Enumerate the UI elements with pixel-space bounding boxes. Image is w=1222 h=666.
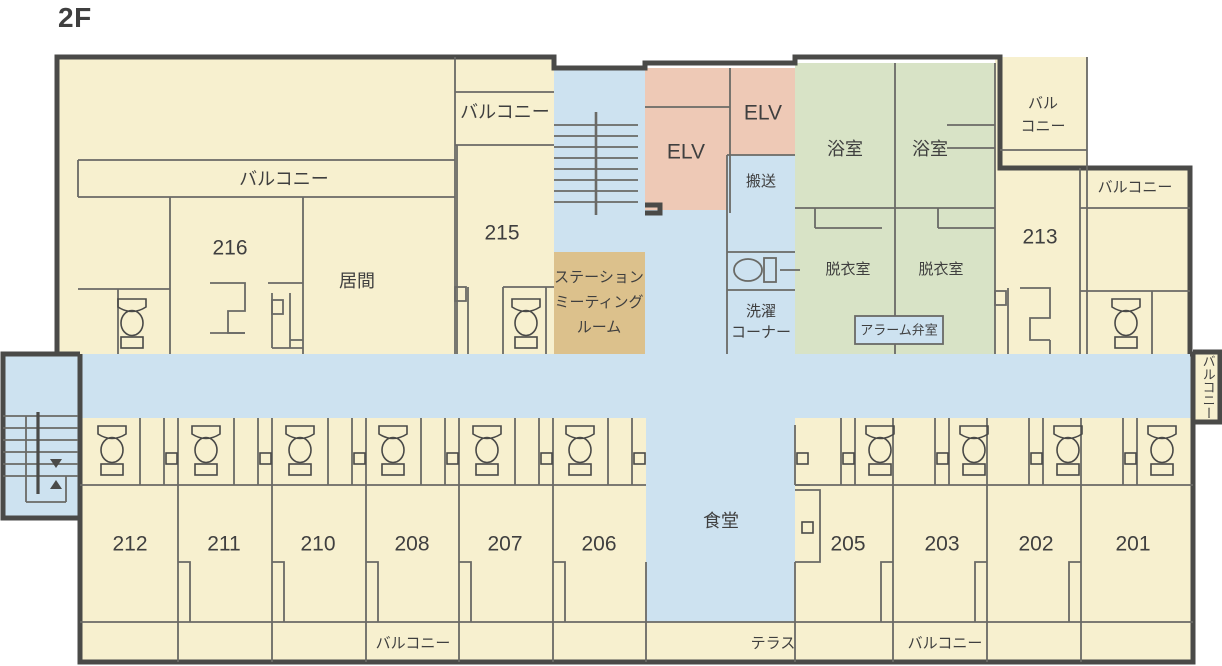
label-living-room: 居間 — [339, 271, 375, 291]
page-title: 2F — [58, 2, 92, 33]
label-balcony-top-left: バルコニー — [239, 169, 329, 189]
label-room-212: 212 — [112, 533, 147, 556]
label-balcony-right-upper: バルコニー — [1098, 179, 1173, 196]
label-room-205: 205 — [830, 533, 865, 556]
label-transport-shaft: 搬送 — [746, 173, 776, 190]
label-room-208: 208 — [394, 533, 429, 556]
label-room-206: 206 — [581, 533, 616, 556]
label-station-meeting-line2: ミーティング — [554, 294, 643, 311]
label-balcony-right-edge: バルコニー — [1201, 355, 1216, 420]
label-station-meeting-line3: ルーム — [577, 319, 622, 336]
label-balcony-bottom-left: バルコニー — [376, 635, 451, 652]
label-station-meeting-line1: ステーション — [554, 269, 644, 286]
label-laundry-line2: コーナー — [731, 324, 791, 341]
label-laundry-line1: 洗濯 — [746, 303, 776, 320]
interior-partitions — [3, 57, 1193, 662]
label-room-202: 202 — [1018, 533, 1053, 556]
label-changing-1: 脱衣室 — [825, 261, 870, 278]
label-room-201: 201 — [1115, 533, 1150, 556]
label-balcony-bottom-right: バルコニー — [908, 635, 983, 652]
label-room-210: 210 — [300, 533, 335, 556]
stair-direction-arrows — [36, 412, 62, 494]
label-room-213: 213 — [1022, 226, 1057, 249]
label-balcony-top-mid: バルコニー — [460, 102, 550, 122]
label-balcony-top-right-line2: コニー — [1020, 118, 1065, 135]
label-dining-hall: 食堂 — [703, 511, 739, 531]
room-labels: バルコニー バルコニー 216 居間 215 ELV ELV 搬送 洗濯 コーナ… — [112, 95, 1215, 652]
label-alarm-valve-room: アラーム弁室 — [860, 322, 938, 337]
label-terrace: テラス — [751, 635, 796, 652]
exterior-walls — [0, 54, 1222, 665]
label-balcony-top-right-line1: バル — [1028, 95, 1058, 112]
label-bath-2: 浴室 — [912, 139, 948, 159]
label-room-215: 215 — [484, 222, 519, 245]
label-room-216: 216 — [212, 237, 247, 260]
label-elevator-1: ELV — [667, 141, 705, 164]
label-elevator-2: ELV — [744, 102, 782, 125]
label-room-207: 207 — [487, 533, 522, 556]
label-changing-2: 脱衣室 — [918, 261, 963, 278]
label-bath-1: 浴室 — [827, 139, 863, 159]
label-room-211: 211 — [207, 533, 240, 556]
label-room-203: 203 — [924, 533, 959, 556]
